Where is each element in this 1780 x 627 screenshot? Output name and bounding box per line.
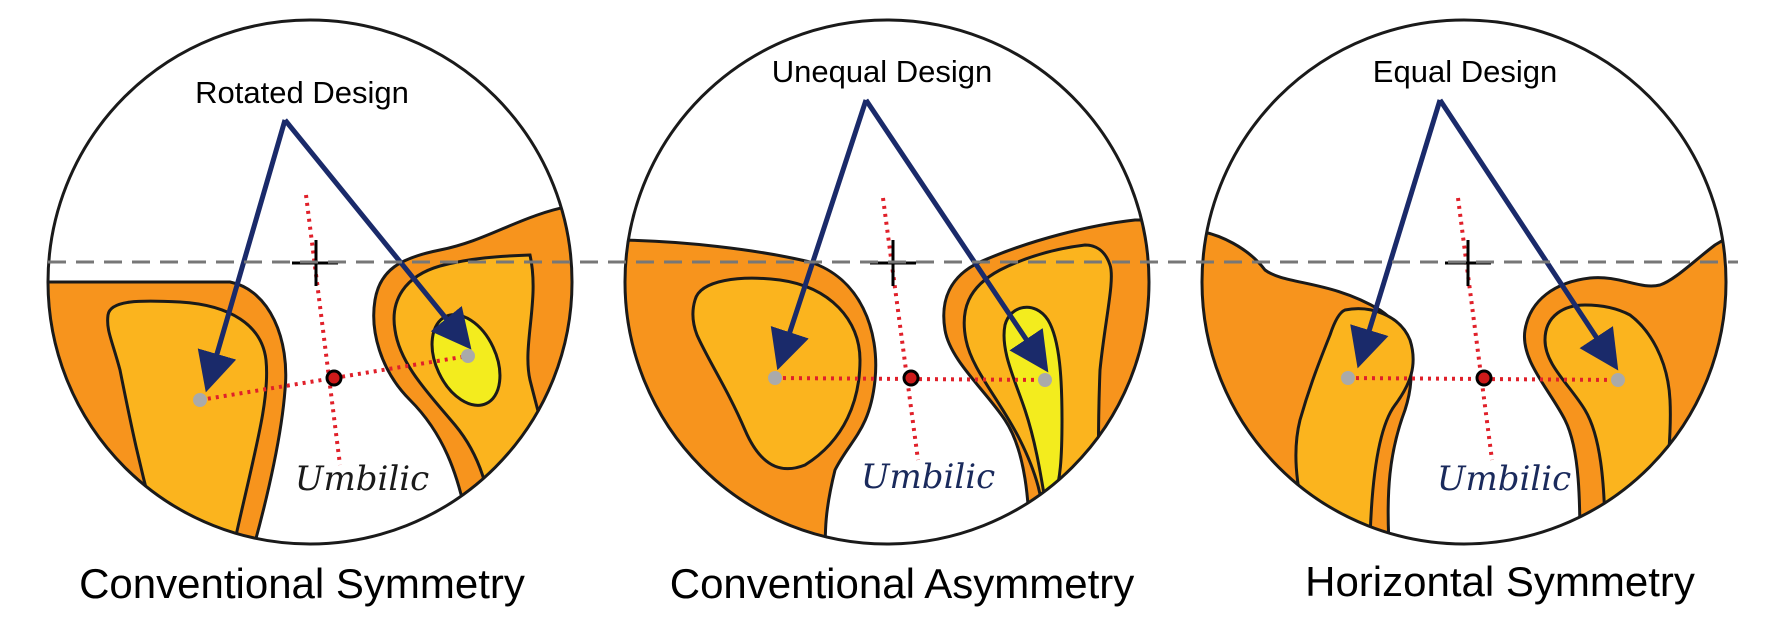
lens-outline (1200, 18, 1728, 546)
arrow-to-right-zone (283, 118, 472, 350)
vertical-axis (1456, 197, 1494, 461)
panel-horizontal-symmetry: Equal Design Umbilic Horizontal Symmetry (1200, 18, 1728, 605)
lens-outline (623, 18, 1151, 546)
umbilic-label: Umbilic (1437, 459, 1571, 499)
panel-conventional-symmetry: Rotated Design Umbilic Conventional Symm… (46, 18, 574, 607)
arrow-to-left-zone (1350, 99, 1443, 369)
left-reference-point (1341, 371, 1355, 385)
design-label: Equal Design (1373, 54, 1557, 89)
panel-caption: Conventional Asymmetry (670, 560, 1135, 607)
arrow-to-right-zone (863, 98, 1049, 373)
vertical-axis (881, 197, 920, 461)
center-point (1475, 369, 1493, 387)
center-point (325, 369, 343, 387)
reference-connector (774, 376, 1046, 382)
arrow-to-left-zone (197, 119, 288, 393)
design-label: Rotated Design (195, 75, 409, 110)
reference-connector (199, 354, 469, 402)
panel-conventional-asymmetry: Unequal Design Umbilic Conventional Asym… (623, 18, 1151, 607)
left-reference-point (193, 393, 207, 407)
lens-outline (46, 18, 574, 546)
right-reference-point (1611, 373, 1625, 387)
left-middle-zone (106, 299, 269, 542)
right-reference-point (1038, 373, 1052, 387)
left-reference-point (768, 371, 782, 385)
arrow-to-right-zone (1437, 98, 1619, 371)
umbilic-label: Umbilic (861, 457, 995, 497)
right-reference-point (461, 349, 475, 363)
arrow-to-left-zone (770, 99, 869, 371)
design-label: Unequal Design (772, 54, 993, 89)
right-middle-zone (1543, 303, 1672, 542)
umbilic-label: Umbilic (295, 459, 429, 499)
panel-caption: Horizontal Symmetry (1305, 558, 1695, 605)
vertical-axis (304, 194, 342, 466)
panel-caption: Conventional Symmetry (79, 560, 525, 607)
center-point (902, 369, 920, 387)
reference-connector (1347, 376, 1619, 382)
